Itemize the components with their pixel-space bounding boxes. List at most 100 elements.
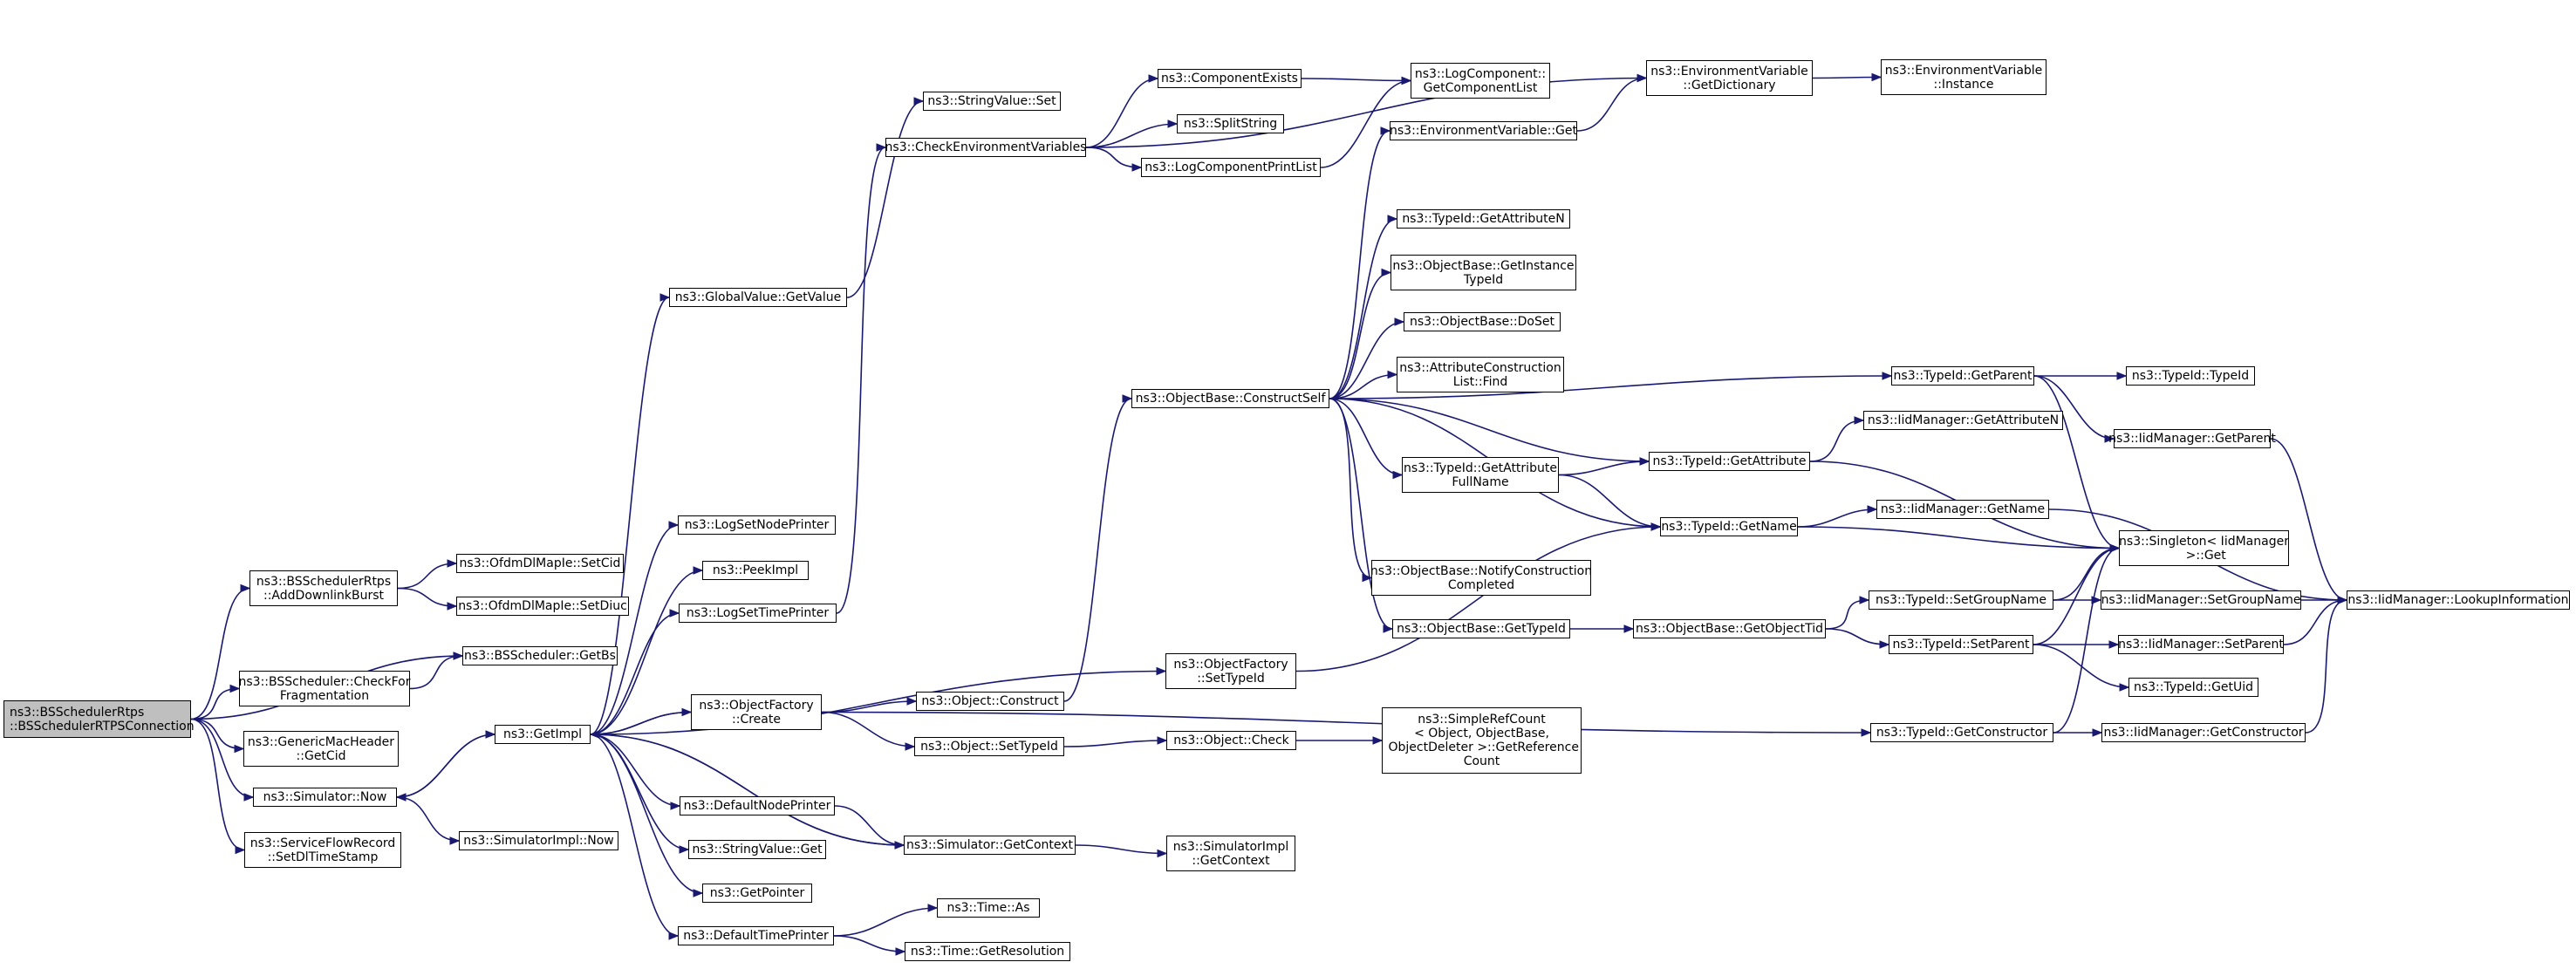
- node-globalvalue-getvalue[interactable]: ns3::GlobalValue::GetValue: [669, 288, 847, 307]
- arrowhead-getImpl-to-logSetNode: [668, 521, 680, 529]
- arrowhead-tidGetAttr-to-iidGetAttrN: [1854, 416, 1865, 425]
- edge-objConstruct-to-obConstructSelf: [1063, 398, 1132, 702]
- arrowhead-obGetTypeId-to-obGetObjTid: [1623, 624, 1635, 633]
- node-service-flow-record[interactable]: ns3::ServiceFlowRecord::SetDlTimeStamp: [244, 832, 401, 868]
- node-typeid-typeid[interactable]: ns3::TypeId::TypeId: [2126, 366, 2255, 386]
- edge-obConstructSelf-to-attrConstrFind: [1329, 373, 1397, 399]
- node-getpointer[interactable]: ns3::GetPointer: [702, 884, 812, 903]
- node-getimpl[interactable]: ns3::GetImpl: [495, 725, 591, 744]
- node-typeid-getconstructor[interactable]: ns3::TypeId::GetConstructor: [1870, 723, 2053, 742]
- node-iidmanager-getattributen[interactable]: ns3::IidManager::GetAttributeN: [1863, 411, 2063, 430]
- arrowhead-ofCreate-to-tidGetConstructor: [1861, 728, 1872, 737]
- node-simulator-getcontext[interactable]: ns3::Simulator::GetContext: [904, 836, 1076, 855]
- node-objectfactory-create[interactable]: ns3::ObjectFactory::Create: [691, 694, 822, 730]
- node-object-construct[interactable]: ns3::Object::Construct: [916, 692, 1064, 711]
- node-logsetnodeprinter[interactable]: ns3::LogSetNodePrinter: [678, 515, 836, 535]
- node-iidmanager-getconstructor[interactable]: ns3::IidManager::GetConstructor: [2101, 723, 2306, 742]
- node-objectbase-doset[interactable]: ns3::ObjectBase::DoSet: [1404, 312, 1561, 331]
- node-iidmanager-setparent[interactable]: ns3::IidManager::SetParent: [2118, 635, 2284, 654]
- node-simplerefcount-getreferencecount[interactable]: ns3::SimpleRefCount< Object, ObjectBase,…: [1382, 707, 1582, 774]
- edge-ofCreate-to-getImpl: [590, 711, 692, 735]
- arrowhead-simNow-to-simImplNow: [449, 836, 461, 845]
- node-typeid-getattribute[interactable]: ns3::TypeId::GetAttribute: [1649, 452, 1810, 471]
- node-defaulttimeprinter[interactable]: ns3::DefaultTimePrinter: [678, 926, 834, 945]
- arrowhead-objSetTypeId-to-objCheck: [1157, 736, 1168, 745]
- node-typeid-getattributen[interactable]: ns3::TypeId::GetAttributeN: [1397, 209, 1570, 229]
- node-objectbase-gettypeid[interactable]: ns3::ObjectBase::GetTypeId: [1392, 619, 1570, 638]
- edge-tidGetParent-to-iidGetParent: [2033, 375, 2115, 440]
- arrowhead-getImpl-to-ofSetTypeId: [1156, 666, 1167, 676]
- node-splitstring[interactable]: ns3::SplitString: [1177, 114, 1284, 133]
- edge-checkEnv-to-splitString: [1085, 123, 1178, 148]
- node-objectfactory-settypeid[interactable]: ns3::ObjectFactory::SetTypeId: [1165, 653, 1296, 689]
- arrowhead-tidGetConstructor-to-iidGetConstructor: [2092, 728, 2103, 737]
- node-typeid-getparent[interactable]: ns3::TypeId::GetParent: [1891, 366, 2034, 386]
- node-simulatorimpl-getcontext[interactable]: ns3::SimulatorImpl::GetContext: [1166, 836, 1295, 871]
- node-iidmanager-getparent[interactable]: ns3::IidManager::GetParent: [2108, 429, 2276, 448]
- edge-defTimePrinter-to-timeAs: [833, 907, 938, 937]
- node-defaultnodeprinter[interactable]: ns3::DefaultNodePrinter: [680, 796, 835, 815]
- arrowhead-tidGetName-to-iidGetName: [1867, 505, 1878, 514]
- arrowhead-ofCreate-to-objConstruct: [906, 697, 918, 706]
- node-iidmanager-setgroupname[interactable]: ns3::IidManager::SetGroupName: [2101, 590, 2301, 610]
- node-typeid-setgroupname[interactable]: ns3::TypeId::SetGroupName: [1869, 590, 2053, 610]
- node-environmentvariable-get[interactable]: ns3::EnvironmentVariable::Get: [1390, 121, 1577, 140]
- arrowhead-obConstructSelf-to-obGetTypeId: [1383, 624, 1394, 633]
- arrowhead-tidGetConstructor-to-singletonGet: [2109, 543, 2121, 553]
- edge-tidSetParent-to-tidGetUid: [2033, 644, 2129, 688]
- edge-root-to-addDownlink: [190, 587, 250, 720]
- node-time-getresolution[interactable]: ns3::Time::GetResolution: [905, 942, 1070, 961]
- node-typeid-getuid[interactable]: ns3::TypeId::GetUid: [2128, 678, 2258, 697]
- node-environmentvariable-instance[interactable]: ns3::EnvironmentVariable::Instance: [1881, 59, 2046, 95]
- arrowhead-obConstructSelf-to-tidGetAttrFull: [1392, 470, 1404, 480]
- node-simulatorimpl-now[interactable]: ns3::SimulatorImpl::Now: [459, 831, 618, 850]
- node-typeid-getname[interactable]: ns3::TypeId::GetName: [1660, 517, 1798, 536]
- node-generic-mac-header-getcid[interactable]: ns3::GenericMacHeader::GetCid: [243, 731, 399, 767]
- node-logcomponent-getcomponentlist[interactable]: ns3::LogComponent::GetComponentList: [1411, 63, 1550, 99]
- arrowhead-obConstructSelf-to-tidGetParent: [1882, 372, 1893, 380]
- edge-ofSetTypeId-to-tidGetName: [1295, 526, 1661, 672]
- node-stringvalue-get[interactable]: ns3::StringValue::Get: [688, 840, 826, 859]
- node-ofdm-setcid[interactable]: ns3::OfdmDlMapIe::SetCid: [456, 554, 624, 573]
- node-peekimpl[interactable]: ns3::PeekImpl: [702, 561, 809, 580]
- edge-envVarGet-to-envVarGetDict: [1576, 77, 1647, 132]
- node-singleton-iidmanager-get[interactable]: ns3::Singleton< IidManager >::Get: [2119, 530, 2289, 566]
- node-object-check[interactable]: ns3::Object::Check: [1166, 731, 1296, 750]
- node-typeid-setparent[interactable]: ns3::TypeId::SetParent: [1889, 635, 2033, 654]
- node-environmentvariable-getdictionary[interactable]: ns3::EnvironmentVariable::GetDictionary: [1646, 60, 1813, 96]
- edge-checkFrag-to-getBs: [409, 655, 463, 690]
- node-objectbase-constructself[interactable]: ns3::ObjectBase::ConstructSelf: [1131, 389, 1329, 408]
- edge-getImpl-to-peekImpl: [590, 570, 703, 735]
- node-componentexists[interactable]: ns3::ComponentExists: [1158, 69, 1302, 88]
- arrowhead-getImpl-to-getPointer: [693, 889, 704, 897]
- node-simulator-now[interactable]: ns3::Simulator::Now: [253, 788, 397, 807]
- node-stringvalue-set[interactable]: ns3::StringValue::Set: [923, 92, 1061, 111]
- node-add-downlink-burst[interactable]: ns3::BSSchedulerRtps::AddDownlinkBurst: [249, 570, 398, 606]
- edge-obConstructSelf-to-tidGetAttr: [1329, 398, 1650, 462]
- node-iidmanager-lookupinformation[interactable]: ns3::IidManager::LookupInformation: [2347, 590, 2570, 610]
- arrowhead-root-to-checkFrag: [229, 684, 241, 693]
- node-objectbase-getobjecttid[interactable]: ns3::ObjectBase::GetObjectTid: [1633, 619, 1826, 638]
- node-ofdm-setdiuc[interactable]: ns3::OfdmDlMapIe::SetDiuc: [456, 597, 629, 616]
- arrowhead-obConstructSelf-to-tidGetAttrN: [1387, 215, 1398, 223]
- node-time-as[interactable]: ns3::Time::As: [937, 898, 1040, 918]
- node-logcomponentprintlist[interactable]: ns3::LogComponentPrintList: [1141, 158, 1321, 177]
- node-bsscheduler-getbs[interactable]: ns3::BSScheduler::GetBs: [462, 646, 618, 665]
- node-logsettimeprinter[interactable]: ns3::LogSetTimePrinter: [679, 604, 837, 623]
- arrowhead-getImpl-to-logSetTime: [669, 609, 680, 618]
- arrowhead-checkEnv-to-logCompPrintList: [1131, 163, 1143, 172]
- arrowhead-simGetContext-to-simImplGetContext: [1157, 849, 1168, 858]
- node-object-settypeid[interactable]: ns3::Object::SetTypeId: [914, 737, 1064, 756]
- node-root[interactable]: ns3::BSSchedulerRtps::BSSchedulerRTPSCon…: [3, 700, 195, 738]
- edge-objSetTypeId-to-objCheck: [1063, 740, 1167, 747]
- arrowhead-root-to-genericMac: [234, 744, 245, 754]
- node-iidmanager-getname[interactable]: ns3::IidManager::GetName: [1876, 500, 2049, 519]
- node-checkenvironmentvariables[interactable]: ns3::CheckEnvironmentVariables: [885, 138, 1086, 157]
- edge-iidSetParent-to-iidLookup: [2283, 599, 2347, 645]
- edge-tidGetName-to-iidGetName: [1797, 508, 1877, 528]
